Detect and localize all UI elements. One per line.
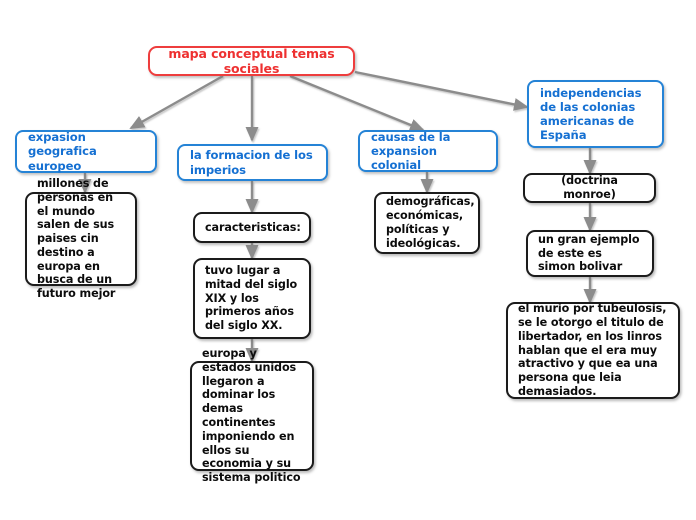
connector-root-to-expansion [129, 74, 224, 130]
node-branch-causas-expansion[interactable]: causas de la expansion colonial [358, 130, 498, 172]
node-leaf-simon-bolivar[interactable]: un gran ejemplo de este es simon bolivar [526, 230, 654, 277]
node-leaf-doctrina-monroe[interactable]: (doctrina monroe) [523, 173, 656, 203]
node-branch-formacion-imperios[interactable]: la formacion de los imperios [177, 144, 328, 181]
node-leaf-tuvo-lugar-label: tuvo lugar a mitad del siglo XIX y los p… [205, 264, 298, 333]
node-branch-independencias-colonias[interactable]: independencias de las colonias americana… [527, 80, 664, 148]
node-leaf-caracteristicas-label: caracteristicas: [205, 220, 301, 234]
node-leaf-murio-tuberculosis-label: el murio por tubeulosis, se le otorgo el… [518, 302, 667, 398]
node-root-label: mapa conceptual temas sociales [168, 45, 335, 76]
node-branch-expansion-geografica[interactable]: expasion geografica europeo [15, 130, 157, 173]
node-leaf-tuvo-lugar[interactable]: tuvo lugar a mitad del siglo XIX y los p… [193, 258, 311, 339]
node-root[interactable]: mapa conceptual temas sociales [148, 46, 355, 76]
node-leaf-europa-estados-unidos[interactable]: europa y estados unidos llegaron a domin… [190, 347, 314, 484]
connector-root-to-causas [289, 74, 425, 132]
node-branch-causas-expansion-label: causas de la expansion colonial [371, 129, 451, 173]
node-leaf-demograficas-economicas[interactable]: demográficas, económicas, políticas y id… [374, 192, 480, 254]
node-leaf-doctrina-monroe-label: (doctrina monroe) [561, 174, 618, 201]
node-branch-expansion-geografica-label: expasion geografica europeo [28, 130, 97, 173]
node-leaf-demograficas-economicas-label: demográficas, económicas, políticas y id… [386, 195, 475, 250]
node-leaf-caracteristicas[interactable]: caracteristicas: [193, 212, 311, 243]
connector-root-to-independencias [354, 70, 529, 111]
node-leaf-millones-personas-label: millones de personas en el mundo salen d… [37, 177, 116, 301]
node-branch-formacion-imperios-label: la formacion de los imperios [190, 148, 313, 177]
node-leaf-europa-estados-unidos-label: europa y estados unidos llegaron a domin… [202, 347, 301, 485]
node-leaf-murio-tuberculosis[interactable]: el murio por tubeulosis, se le otorgo el… [506, 302, 680, 399]
node-leaf-simon-bolivar-label: un gran ejemplo de este es simon bolivar [538, 232, 640, 274]
node-leaf-millones-personas[interactable]: millones de personas en el mundo salen d… [25, 177, 137, 300]
node-branch-independencias-colonias-label: independencias de las colonias americana… [540, 85, 642, 143]
